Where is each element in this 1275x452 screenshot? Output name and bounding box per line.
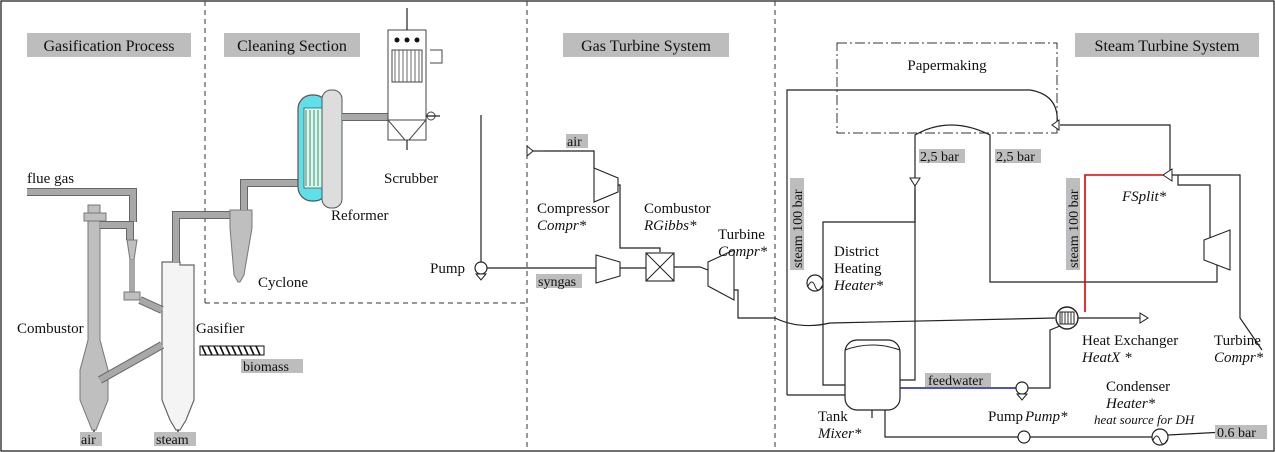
label-turbine-gt: Turbine [718, 227, 765, 243]
label-heat-exchanger: Heat Exchanger [1082, 333, 1178, 349]
stream-biomass: biomass [243, 360, 289, 375]
section-header-gasification: Gasification Process [43, 38, 174, 55]
pump-clean-shape [474, 261, 488, 275]
stream-steam-100-right: steam 100 bar [1067, 189, 1082, 268]
label-combustor-gt-model: RGibbs* [643, 218, 697, 234]
section-header-cleaning: Cleaning Section [237, 38, 347, 55]
label-turbine-gt-model: Compr* [718, 244, 768, 260]
label-pump-clean: Pump [430, 261, 465, 277]
syngas-compressor-shape [595, 254, 621, 284]
gasifier-vessel-shape [161, 261, 195, 431]
label-cyclone: Cyclone [258, 275, 308, 291]
papermaking-box [836, 42, 1058, 134]
gasification-equipment [27, 188, 265, 438]
stream-bg-air-bottom [80, 432, 102, 446]
label-reformer: Reformer [331, 208, 388, 224]
combustor-vessel-shape [79, 204, 109, 431]
stream-p06: 0.6 bar [1217, 426, 1256, 441]
stream-bg-steam-100-left [790, 178, 804, 270]
stream-syngas: syngas [538, 275, 576, 290]
section-header-bg-cleaning [224, 33, 360, 57]
cyclone-shape [229, 209, 253, 283]
tank-shape [844, 339, 901, 411]
section-header-gas-turbine: Gas Turbine System [581, 38, 711, 55]
label-papermaking: Papermaking [907, 58, 987, 74]
label-condenser-note: heat source for DH [1094, 412, 1195, 427]
stream-bg-steam-100-right [1066, 178, 1080, 270]
stream-air-gt: air [567, 135, 582, 150]
stream-p25-right: 2,5 bar [996, 150, 1035, 165]
label-district-heating-1: District [834, 244, 880, 260]
stream-bg-air-gt [566, 134, 588, 148]
stream-steam-100-left: steam 100 bar [791, 189, 806, 268]
stream-bg-feedwater [925, 373, 991, 387]
label-tank: Tank [818, 409, 848, 425]
stream-air-bottom: air [81, 433, 96, 448]
cleaning-equipment [229, 8, 527, 283]
label-turbine-st-model: Compr* [1214, 350, 1264, 366]
label-tank-model: Mixer* [817, 426, 862, 442]
stream-p25-left: 2,5 bar [920, 150, 959, 165]
stream-steam-bottom: steam [156, 433, 189, 448]
fsplit-shape [1162, 168, 1173, 182]
stream-bg-p06 [1215, 425, 1267, 439]
pump-st-shape [1015, 381, 1029, 395]
label-pump-st: Pump [988, 409, 1023, 425]
label-combustor-gasification: Combustor [17, 321, 84, 337]
gas-turbine-equipment [526, 144, 775, 319]
label-heat-exchanger-model: HeatX * [1081, 350, 1132, 366]
label-compressor: Compressor [537, 201, 610, 217]
turbine-gt-shape [707, 249, 735, 301]
stream-bg-p25-left [919, 149, 965, 163]
stream-bg-p25-right [995, 149, 1041, 163]
stream-flue-gas: flue gas [27, 171, 74, 187]
label-compressor-model: Compr* [537, 218, 587, 234]
steam-turbine-small-shape [1203, 229, 1231, 271]
section-header-bg-gasification [27, 33, 191, 57]
section-header-bg-steam-turbine [1075, 33, 1259, 57]
section-header-steam-turbine: Steam Turbine System [1095, 38, 1240, 55]
label-district-heating-model: Heater* [833, 278, 884, 294]
stream-feedwater: feedwater [928, 374, 984, 389]
stream-bg-steam-bottom [154, 432, 196, 446]
label-condenser: Condenser [1106, 379, 1170, 395]
label-district-heating-2: Heating [834, 261, 882, 277]
label-combustor-gt: Combustor [644, 201, 711, 217]
stream-bg-biomass [241, 359, 303, 373]
label-fsplit: FSplit* [1121, 189, 1167, 205]
district-heater-shape [806, 274, 824, 292]
label-scrubber: Scrubber [384, 171, 438, 187]
label-condenser-model: Heater* [1105, 396, 1156, 412]
label-turbine-st: Turbine [1214, 333, 1261, 349]
label-pump-st-model: Pump* [1024, 409, 1068, 425]
steam-turbine-equipment [774, 42, 1263, 446]
compressor-shape [593, 167, 619, 203]
stream-bg-syngas [536, 274, 582, 288]
label-gasifier: Gasifier [196, 321, 244, 337]
section-header-bg-gas-turbine [563, 33, 729, 57]
